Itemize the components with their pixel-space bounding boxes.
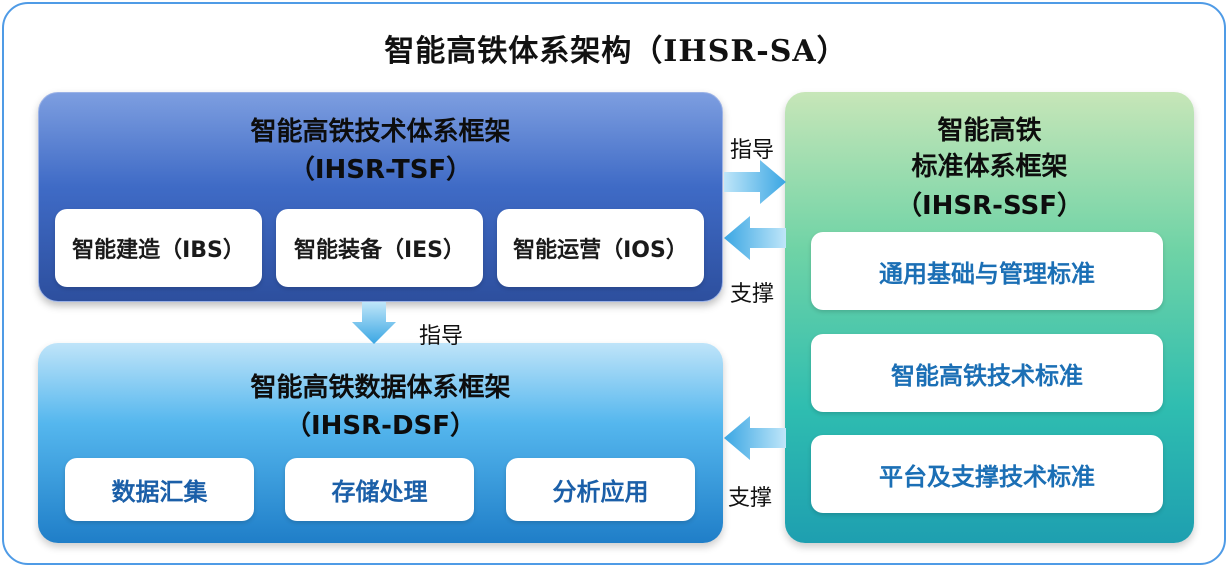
tsf-title: 智能高铁技术体系框架 — [250, 117, 511, 147]
main-title: 智能高铁体系架构（IHSR-SA） — [384, 34, 848, 69]
dsf-item-analysis: 分析应用 — [506, 458, 695, 521]
tsf-panel: 智能高铁技术体系框架 （IHSR-TSF） 智能建造（IBS） 智能装备（IES… — [38, 92, 723, 302]
tsf-item-ies: 智能装备（IES） — [276, 209, 483, 287]
arrow-right-guide — [724, 160, 786, 204]
arrow-left-support-bottom — [724, 416, 786, 460]
tsf-item-ios: 智能运营（IOS） — [497, 209, 704, 287]
tsf-subtitle: （IHSR-TSF） — [288, 155, 473, 185]
ssf-subtitle: （IHSR-SSF） — [895, 191, 1083, 221]
arrow-left-support-top — [724, 216, 786, 260]
label-support-bottom: 支撑 — [728, 486, 773, 511]
label-support-top: 支撑 — [730, 282, 775, 307]
dsf-subtitle: （IHSR-DSF） — [284, 411, 477, 441]
dsf-item-collect: 数据汇集 — [65, 458, 254, 521]
tsf-item-ibs: 智能建造（IBS） — [55, 209, 262, 287]
ssf-panel: 智能高铁 标准体系框架 （IHSR-SSF） 通用基础与管理标准 智能高铁技术标… — [785, 92, 1194, 543]
ssf-item-general: 通用基础与管理标准 — [811, 232, 1163, 310]
label-guide-right: 指导 — [730, 138, 775, 163]
arrow-down-guide — [352, 302, 396, 344]
ssf-item-tech: 智能高铁技术标准 — [811, 334, 1163, 412]
ssf-title-line2: 标准体系框架 — [911, 152, 1068, 182]
dsf-panel: 智能高铁数据体系框架 （IHSR-DSF） 数据汇集 存储处理 分析应用 — [38, 343, 723, 543]
dsf-title: 智能高铁数据体系框架 — [250, 373, 511, 403]
label-guide-down: 指导 — [419, 324, 464, 349]
ssf-item-platform: 平台及支撑技术标准 — [811, 435, 1163, 513]
ssf-title-line1: 智能高铁 — [937, 116, 1042, 146]
dsf-item-storage: 存储处理 — [285, 458, 474, 521]
